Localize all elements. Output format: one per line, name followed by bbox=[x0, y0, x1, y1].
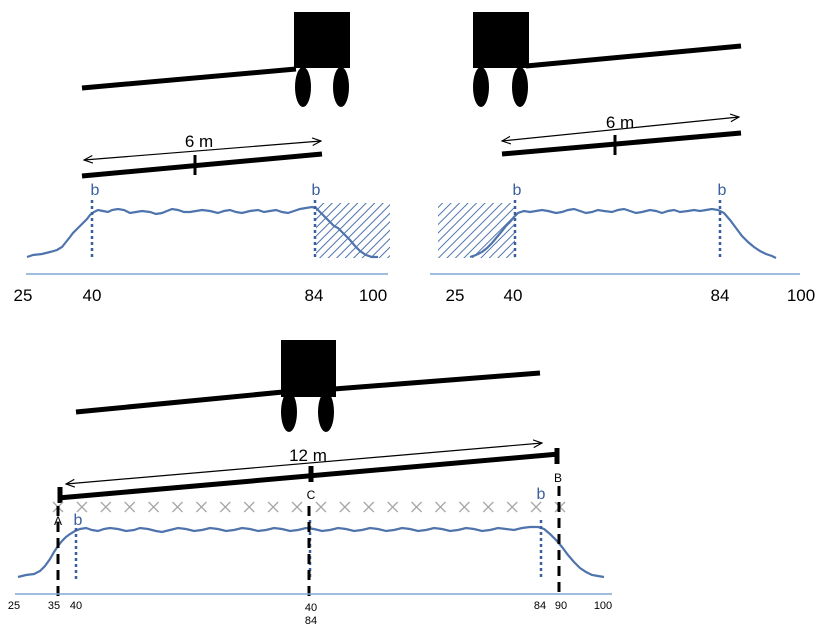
axis-tick-label: 25 bbox=[446, 286, 465, 305]
tractor-left bbox=[294, 12, 350, 107]
tractor-wheel bbox=[295, 67, 311, 107]
field-profile-curve bbox=[26, 205, 378, 259]
hatched-overlap-area bbox=[316, 203, 390, 258]
nozzle-x-marker bbox=[339, 501, 351, 513]
point-c-label: C bbox=[307, 488, 316, 502]
boom-bar bbox=[75, 389, 284, 415]
nozzle-x-marker bbox=[363, 501, 375, 513]
tractor-right bbox=[473, 12, 529, 107]
nozzle-x-marker bbox=[291, 501, 303, 513]
boom-bar bbox=[333, 370, 541, 392]
b-marker-label: b bbox=[537, 486, 546, 503]
b-marker-label: b bbox=[312, 182, 321, 199]
b-marker-label: b bbox=[74, 512, 83, 529]
boom-bar bbox=[525, 43, 742, 69]
dimension-arrow bbox=[66, 443, 542, 484]
tractor-wheel bbox=[281, 392, 297, 432]
nozzle-x-marker bbox=[506, 501, 518, 513]
nozzle-x-marker bbox=[172, 501, 183, 513]
axis-tick-label: 100 bbox=[359, 286, 387, 305]
axis-tick-label: 40 bbox=[70, 600, 82, 612]
tractor-center bbox=[281, 340, 336, 432]
dimension-label: 6 m bbox=[606, 113, 634, 132]
tractor-wheel bbox=[333, 67, 349, 107]
axis-tick-label: 90 bbox=[555, 600, 567, 612]
axis-tick-label: 84 bbox=[534, 600, 546, 612]
dimension-arrow bbox=[84, 141, 321, 160]
nozzle-x-marker bbox=[100, 501, 112, 513]
axis-tick-label: 35 bbox=[48, 600, 60, 612]
nozzle-x-marker bbox=[411, 501, 423, 513]
b-marker-label: b bbox=[513, 182, 522, 199]
b-marker-label: b bbox=[91, 182, 100, 199]
axis-tick-label: 40 bbox=[83, 286, 102, 305]
nozzle-x-marker bbox=[124, 501, 136, 513]
tractor-body bbox=[294, 12, 350, 68]
axis-tick-label: 84 bbox=[711, 286, 730, 305]
nozzle-x-marker bbox=[243, 501, 255, 513]
axis-tick-label: 40 bbox=[305, 602, 317, 614]
boom-section-bar bbox=[501, 130, 742, 157]
nozzle-x-marker bbox=[530, 501, 542, 513]
nozzle-x-marker bbox=[267, 501, 279, 513]
axis-tick-label: 84 bbox=[305, 615, 317, 627]
dimension-label: 12 m bbox=[289, 446, 327, 465]
nozzle-x-marker bbox=[315, 501, 327, 513]
dimension-label: 6 m bbox=[185, 132, 213, 151]
axis-tick-label: 100 bbox=[787, 286, 815, 305]
axis-tick-label: 25 bbox=[14, 286, 33, 305]
tractor-wheel bbox=[512, 67, 528, 107]
nozzle-x-marker bbox=[435, 501, 446, 513]
point-b-label: B bbox=[554, 471, 562, 485]
dimension-arrow bbox=[502, 117, 739, 141]
nozzle-x-marker bbox=[195, 501, 207, 513]
b-marker-label: b bbox=[718, 182, 727, 199]
tractor-body bbox=[473, 12, 529, 68]
axis-tick-label: 84 bbox=[305, 286, 324, 305]
nozzle-x-marker bbox=[482, 501, 494, 513]
field-profile-curve bbox=[17, 525, 605, 579]
tractor-wheel bbox=[318, 392, 334, 432]
field-profile-curve bbox=[469, 207, 777, 259]
boom-section-bar bbox=[81, 151, 323, 179]
nozzle-x-marker bbox=[148, 501, 160, 513]
top-right-panel: 6 m b b 25 40 84 100 bbox=[430, 12, 815, 305]
nozzle-x-marker bbox=[219, 501, 231, 513]
nozzle-x-marker bbox=[76, 501, 88, 513]
axis-tick-label: 100 bbox=[594, 600, 612, 612]
tractor-body bbox=[281, 340, 336, 397]
axis-tick-label: 40 bbox=[504, 286, 523, 305]
axis-tick-label: 25 bbox=[8, 600, 20, 612]
bottom-panel: 12 m b b A C B 25 35 40 40 84 84 90 100 bbox=[8, 340, 612, 627]
nozzle-x-marker bbox=[387, 501, 399, 513]
boom-bar bbox=[81, 66, 297, 91]
tractor-wheel bbox=[473, 67, 489, 107]
top-left-panel: 6 m b b 25 40 84 100 bbox=[14, 12, 390, 305]
nozzle-x-markers bbox=[52, 501, 566, 513]
point-a-label: A bbox=[54, 514, 62, 528]
nozzle-x-marker bbox=[458, 501, 470, 513]
